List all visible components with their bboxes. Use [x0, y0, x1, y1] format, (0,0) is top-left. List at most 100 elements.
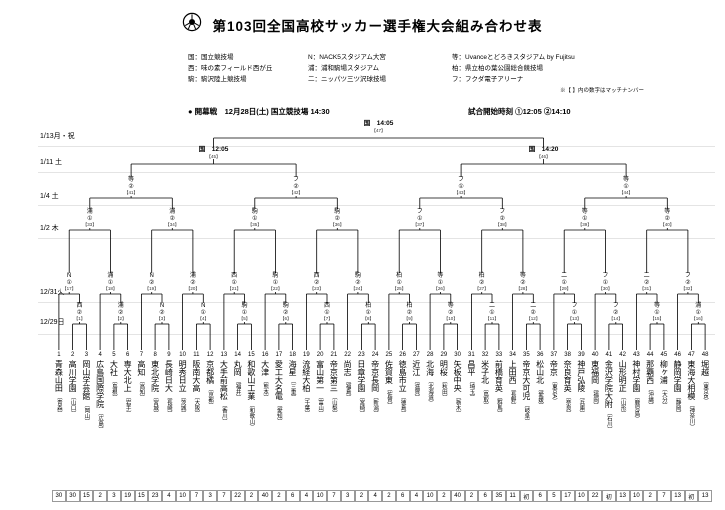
appearance-count: 6 — [478, 490, 492, 502]
team-name: 長崎日大 — [164, 360, 174, 392]
appearance-count: 7 — [327, 490, 341, 502]
team-prefecture: （宮崎） — [358, 394, 365, 416]
team-name: 富山第一 — [315, 360, 325, 392]
team-name: 愛工大名電 — [274, 360, 284, 400]
team-prefecture: （新潟） — [372, 394, 379, 416]
team-number: 16 — [261, 352, 269, 358]
round-date: 12/31火 — [40, 289, 65, 296]
appearance-count: 22 — [230, 490, 245, 502]
appearance-count: 初 — [602, 490, 616, 502]
soccer-ball-icon — [182, 12, 202, 37]
appearance-count: 2 — [354, 490, 369, 502]
opening-match-info: ● 開幕戦 12月28日(土) 国立競技場 14:30 — [188, 107, 330, 116]
team-number: 41 — [605, 352, 613, 358]
legend-item: 国：国立競技場 — [188, 54, 234, 61]
team-prefecture: （沖縄） — [647, 386, 654, 408]
team-name: 帝京長岡 — [370, 360, 380, 392]
appearance-count: 10 — [313, 490, 327, 502]
team-prefecture: （富山） — [317, 394, 324, 416]
appearance-count: 5 — [547, 490, 561, 502]
appearance-count: 6 — [395, 490, 410, 502]
team-name: 青森山田 — [54, 360, 64, 392]
team-number: 8 — [153, 352, 157, 358]
row-separator — [38, 334, 715, 335]
team-name: 大手前高松 — [219, 360, 229, 400]
team-name: 京都橘 — [205, 360, 215, 384]
appearance-count: 30 — [52, 490, 66, 502]
appearance-count: 4 — [299, 490, 314, 502]
legend-item: 浦：浦和駒場スタジアム — [308, 65, 380, 72]
legend-item: 西：味の素フィールド西が丘 — [188, 65, 273, 72]
team-prefecture: （広島） — [97, 410, 104, 432]
appearance-count: 4 — [162, 490, 176, 502]
team-number: 37 — [550, 352, 558, 358]
team-name: 帝京大可児 — [521, 360, 531, 400]
team-number: 45 — [660, 352, 668, 358]
match-label: 国 14:20【46】 — [518, 146, 569, 159]
team-prefecture: （北海道） — [427, 378, 434, 406]
team-prefecture: （三重） — [289, 378, 296, 400]
team-number: 3 — [84, 352, 89, 358]
team-number: 1 — [57, 352, 61, 358]
appearance-count: 30 — [65, 490, 80, 502]
team-name: 尚志 — [343, 360, 353, 376]
appearance-count: 40 — [450, 490, 465, 502]
team-number: 13 — [220, 352, 228, 358]
team-number: 44 — [646, 352, 654, 358]
team-prefecture: （京都） — [207, 386, 214, 408]
appearance-count: 4 — [409, 490, 424, 502]
round-date: 12/29日 — [40, 319, 65, 326]
appearance-count: 23 — [148, 490, 162, 502]
row-separator — [38, 238, 715, 239]
team-name: 日章学園 — [356, 360, 366, 392]
team-name: 東海大相模 — [686, 360, 696, 400]
kickoff-times: 試合開始時刻 ①12:05 ②14:10 — [468, 107, 571, 116]
team-name: 神戸弘陵 — [576, 360, 586, 392]
team-prefecture: （大分） — [660, 386, 667, 408]
appearance-count: 40 — [258, 490, 272, 502]
team-number: 46 — [674, 352, 681, 358]
team-name: 柳ヶ浦 — [659, 360, 669, 384]
team-number: 15 — [248, 352, 255, 358]
team-number: 11 — [193, 352, 200, 358]
team-number: 5 — [112, 352, 116, 358]
team-number: 7 — [139, 352, 144, 358]
appearance-count: 2 — [244, 490, 259, 502]
appearance-count: 11 — [505, 490, 520, 502]
appearance-count: 35 — [492, 490, 506, 502]
appearance-count: 10 — [423, 490, 437, 502]
legend-item: 駒：駒沢陸上競技場 — [188, 76, 247, 83]
appearance-count: 15 — [79, 490, 94, 502]
appearance-count: 13 — [670, 490, 685, 502]
appearance-count: 2 — [437, 490, 451, 502]
